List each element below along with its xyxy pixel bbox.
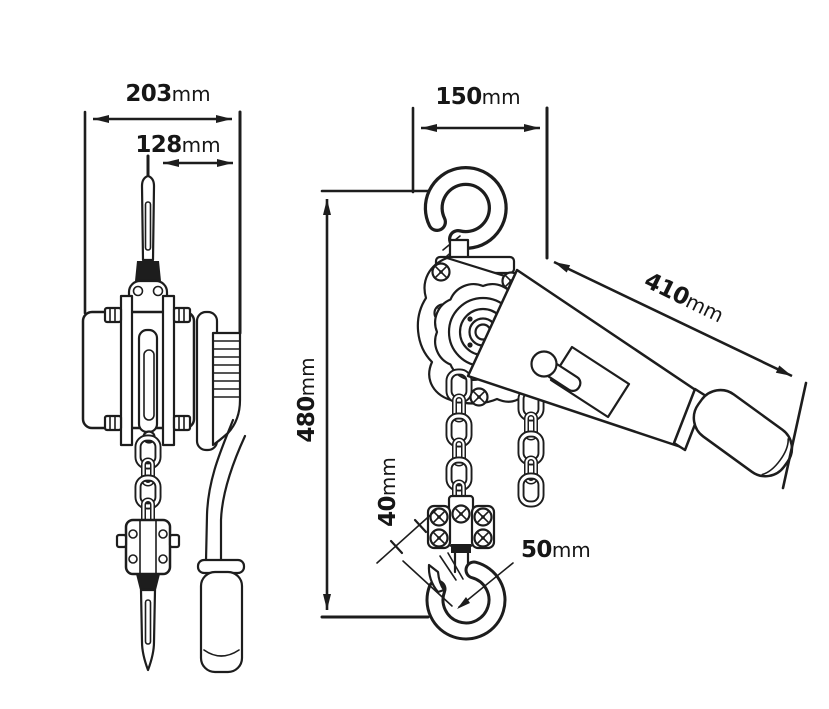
dimension-50-hook-opening: 50mm [457,537,591,609]
dimension-label-203: 203mm [125,81,210,107]
extension-tick [781,381,808,490]
lever-handle-side [196,418,247,674]
handwheel-side [195,310,242,452]
dimension-203-overall-depth: 203mm [83,81,242,335]
load-chain-front-right [521,390,541,504]
hook-tip [427,563,446,594]
top-hook-front [423,165,508,262]
dimension-label-128: 128mm [135,132,220,158]
dimension-label-150: 150mm [435,84,520,110]
bottom-block-front [426,494,496,553]
bottom-hook-front [425,551,507,641]
dimension-label-50: 50mm [521,537,591,563]
front-view: 150mm 480mm [294,84,808,641]
bottom-hook-side [115,518,181,672]
load-chain-side [138,438,158,524]
side-view: 203mm 128mm [81,81,247,674]
dimension-arrow [553,260,793,378]
dimension-label-410: 410mm [640,268,728,329]
dimension-40-hook-throat: 40mm [375,457,453,607]
hoist-body-side [81,294,196,447]
dimension-label-480: 480mm [294,357,320,442]
dimension-128-inner-width: 128mm [135,132,233,167]
top-hook-side [127,154,169,329]
dimension-label-40: 40mm [375,457,401,527]
lever-grip [692,388,794,478]
stay-bolts [103,306,192,432]
safety-latch [439,552,464,581]
dimension-150-body-width: 150mm [411,84,549,260]
dimension-480-height: 480mm [294,189,430,619]
